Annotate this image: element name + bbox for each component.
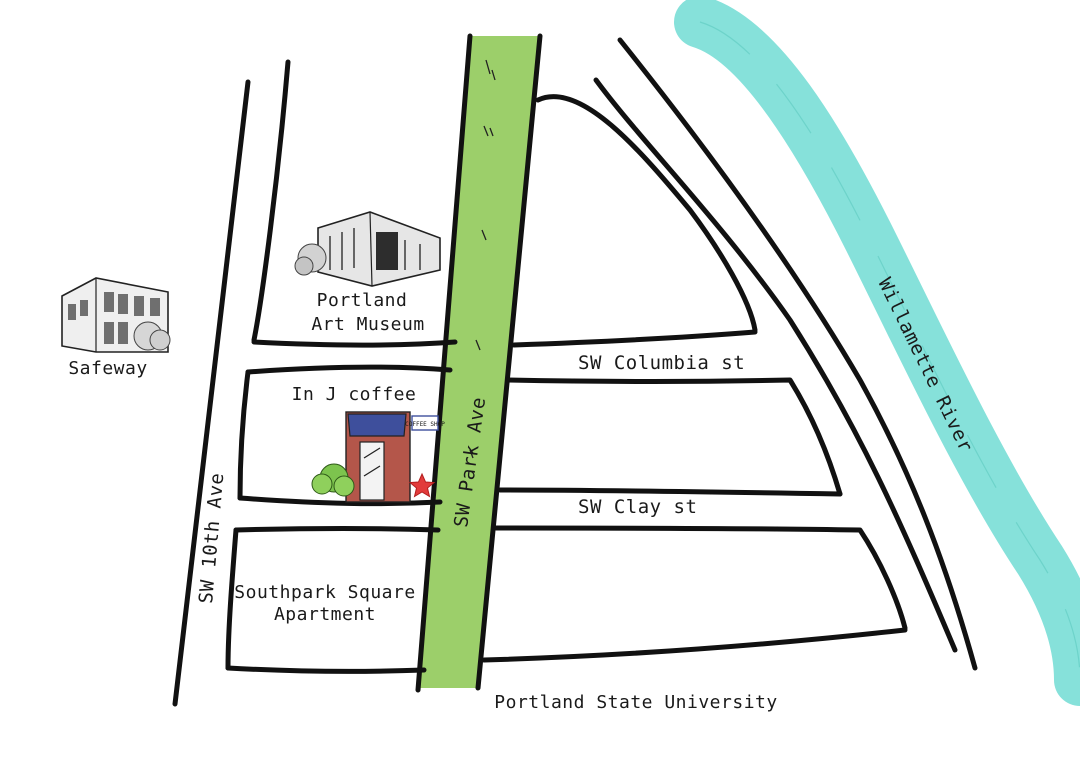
place-label-apartment-1: Southpark Square	[234, 582, 415, 603]
street-label-columbia: SW Columbia st	[578, 352, 745, 374]
place-label-apartment-2: Apartment	[274, 604, 376, 625]
place-label-coffee: In J coffee	[292, 384, 417, 405]
street-label-clay: SW Clay st	[578, 496, 697, 518]
coffee-shop-sign: COFFEE SHOP	[405, 421, 445, 428]
art-museum-building	[294, 211, 441, 287]
coffee-shop-building	[311, 411, 439, 503]
park-ave-strip	[415, 33, 543, 693]
safeway-building	[61, 277, 171, 353]
willamette-river	[674, 0, 1080, 706]
place-label-museum-1: Portland	[317, 290, 408, 311]
star-marker-icon[interactable]	[408, 472, 436, 498]
place-label-university: Portland State University	[494, 692, 777, 713]
road-network	[172, 37, 978, 707]
place-label-safeway: Safeway	[68, 358, 147, 379]
place-label-museum-2: Art Museum	[311, 314, 424, 335]
